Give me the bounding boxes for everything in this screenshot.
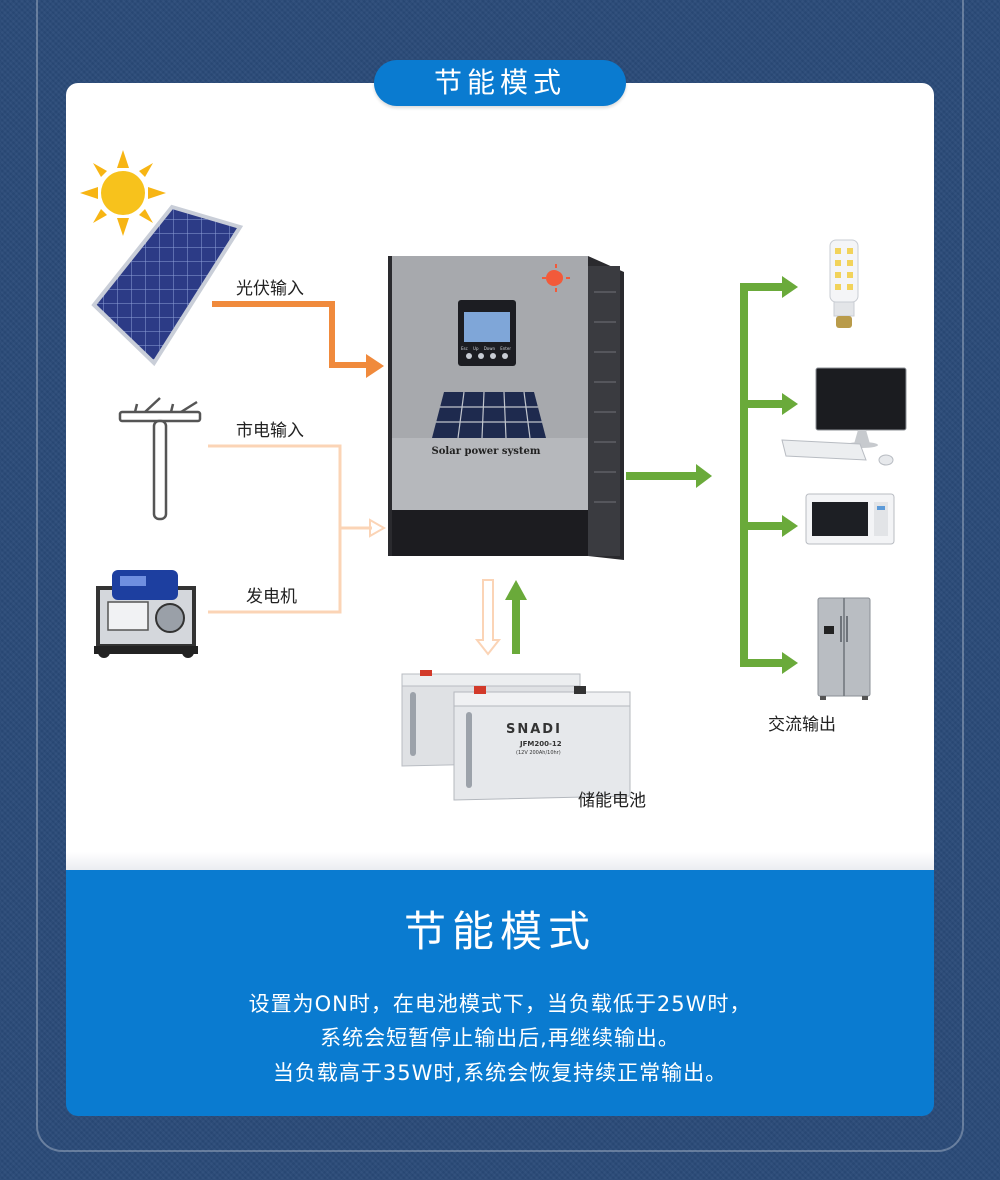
ac-output-label: 交流输出 xyxy=(768,710,836,735)
panel-line-2: 系统会短暂停止输出后,再继续输出。 xyxy=(66,1022,934,1052)
panel-line-3: 当负载高于35W时,系统会恢复持续正常输出。 xyxy=(66,1057,934,1087)
panel-title: 节能模式 xyxy=(66,898,934,959)
led-bulb-icon xyxy=(822,238,866,330)
computer-icon xyxy=(780,366,910,470)
description-panel: 节能模式 设置为ON时，在电池模式下，当负载低于25W时， 系统会短暂停止输出后… xyxy=(66,870,934,1116)
microwave-icon xyxy=(804,492,896,548)
refrigerator-icon xyxy=(816,596,872,702)
panel-line-1: 设置为ON时，在电池模式下，当负载低于25W时， xyxy=(66,988,934,1018)
